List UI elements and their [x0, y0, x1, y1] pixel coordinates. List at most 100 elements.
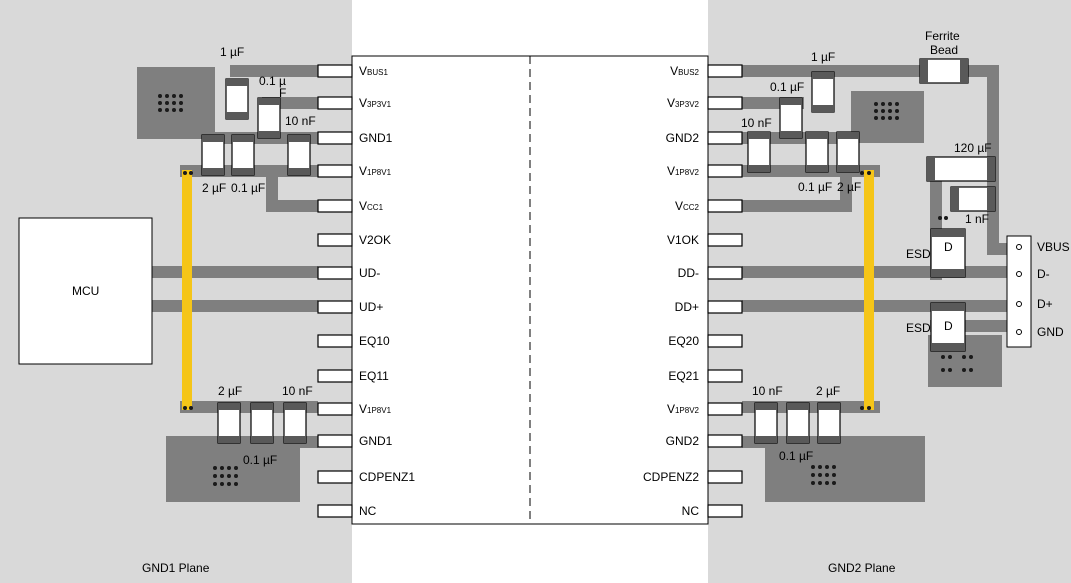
- pin-subscript: CC2: [682, 203, 699, 212]
- pin-label-right: EQ20: [668, 334, 699, 350]
- ic-pin-left: [317, 96, 353, 110]
- via: [179, 101, 183, 105]
- via: [825, 481, 829, 485]
- gnd2-plane-label: GND2 Plane: [828, 561, 896, 575]
- pin-label-right: V3P3V2: [667, 96, 699, 112]
- ic-pin-left: [317, 334, 353, 348]
- gnd1-plane-label: GND1 Plane: [142, 561, 210, 575]
- pin-subscript: BUS2: [678, 68, 699, 77]
- ic-pin-right: [707, 434, 743, 448]
- via: [941, 368, 945, 372]
- cap-label: 2 µF: [837, 180, 862, 194]
- esd-label: ESD: [906, 247, 931, 261]
- via: [881, 116, 885, 120]
- capacitor: [283, 402, 307, 444]
- via: [183, 171, 187, 175]
- pin-subscript: BUS1: [367, 68, 388, 77]
- pin-label-left: EQ11: [359, 369, 389, 385]
- ic-pin-right: [707, 266, 743, 280]
- capacitor: [250, 402, 274, 444]
- via: [811, 465, 815, 469]
- pin-label-left: CDPENZ1: [359, 470, 415, 486]
- via: [867, 406, 871, 410]
- via: [158, 94, 162, 98]
- pin-label-left: UD+: [359, 300, 383, 316]
- ic-pin-left: [317, 369, 353, 383]
- cap-1nf: [950, 186, 996, 212]
- esd-diode-2: [930, 302, 966, 352]
- pin-label-left: VCC1: [359, 199, 383, 215]
- ic-pin-left: [317, 402, 353, 416]
- pin-name: V: [359, 64, 368, 78]
- pin-subscript: 1P8V1: [367, 406, 392, 415]
- pin-label-left: V2OK: [359, 233, 391, 249]
- pin-name: V: [359, 199, 368, 213]
- cap-label: 10 nF: [752, 384, 783, 398]
- via: [938, 216, 942, 220]
- left-pins: [317, 64, 353, 518]
- via: [941, 355, 945, 359]
- vias: [158, 94, 973, 486]
- cap-label: 0.1 µF: [770, 80, 805, 94]
- via: [179, 94, 183, 98]
- via: [227, 474, 231, 478]
- pin-name: V: [359, 402, 368, 416]
- cap-label: F: [279, 86, 287, 100]
- cap-label: 2 µF: [202, 181, 227, 195]
- ferrite-label: Bead: [930, 43, 959, 57]
- via: [234, 474, 238, 478]
- diode-label: D: [944, 319, 953, 333]
- via: [158, 108, 162, 112]
- pin-name: NC: [359, 504, 377, 518]
- pin-subscript: 1P8V2: [674, 406, 699, 415]
- via: [895, 116, 899, 120]
- esd-label: ESD: [906, 321, 931, 335]
- pin-label-left: GND1: [359, 434, 392, 450]
- capacitor: [811, 71, 835, 113]
- capacitor: [779, 97, 803, 139]
- via: [962, 355, 966, 359]
- pin-label-right: EQ21: [668, 369, 699, 385]
- ic-pin-left: [317, 266, 353, 280]
- ic-pin-left: [317, 164, 353, 178]
- pin-name: GND1: [359, 131, 393, 145]
- cap-label: 0.1 µF: [231, 181, 266, 195]
- pin-name: V: [670, 64, 679, 78]
- via: [867, 171, 871, 175]
- pin-name: EQ20: [668, 334, 699, 348]
- via: [227, 466, 231, 470]
- ic-pin-right: [707, 64, 743, 78]
- left-yellow-strap: [182, 170, 192, 410]
- ic-pin-right: [707, 131, 743, 145]
- via: [811, 481, 815, 485]
- via: [825, 473, 829, 477]
- via: [818, 473, 822, 477]
- via: [818, 481, 822, 485]
- via: [860, 171, 864, 175]
- via: [969, 355, 973, 359]
- capacitor: [836, 131, 860, 173]
- cap-label: 10 nF: [285, 114, 316, 128]
- capacitor: [786, 402, 810, 444]
- via: [962, 368, 966, 372]
- pin-label-right: DD+: [675, 300, 699, 316]
- capacitors: [201, 71, 860, 444]
- pin-name: V: [359, 164, 368, 178]
- connector-label: VBUS: [1037, 240, 1070, 254]
- pin-subscript: CC1: [367, 203, 384, 212]
- pin-name: NC: [681, 504, 699, 518]
- pin-label-right: V1OK: [667, 233, 699, 249]
- ic-pin-right: [707, 369, 743, 383]
- pin-label-left: GND1: [359, 131, 392, 147]
- pin-label-right: VBUS2: [670, 64, 699, 80]
- via: [172, 101, 176, 105]
- pin-name: EQ11: [359, 369, 389, 383]
- capacitor: [231, 134, 255, 176]
- diode-label: D: [944, 240, 953, 254]
- ic-pin-left: [317, 199, 353, 213]
- via: [220, 482, 224, 486]
- pin-name: CDPENZ2: [642, 470, 699, 484]
- pin-subscript: 1P8V1: [367, 168, 392, 177]
- via: [213, 474, 217, 478]
- via: [832, 473, 836, 477]
